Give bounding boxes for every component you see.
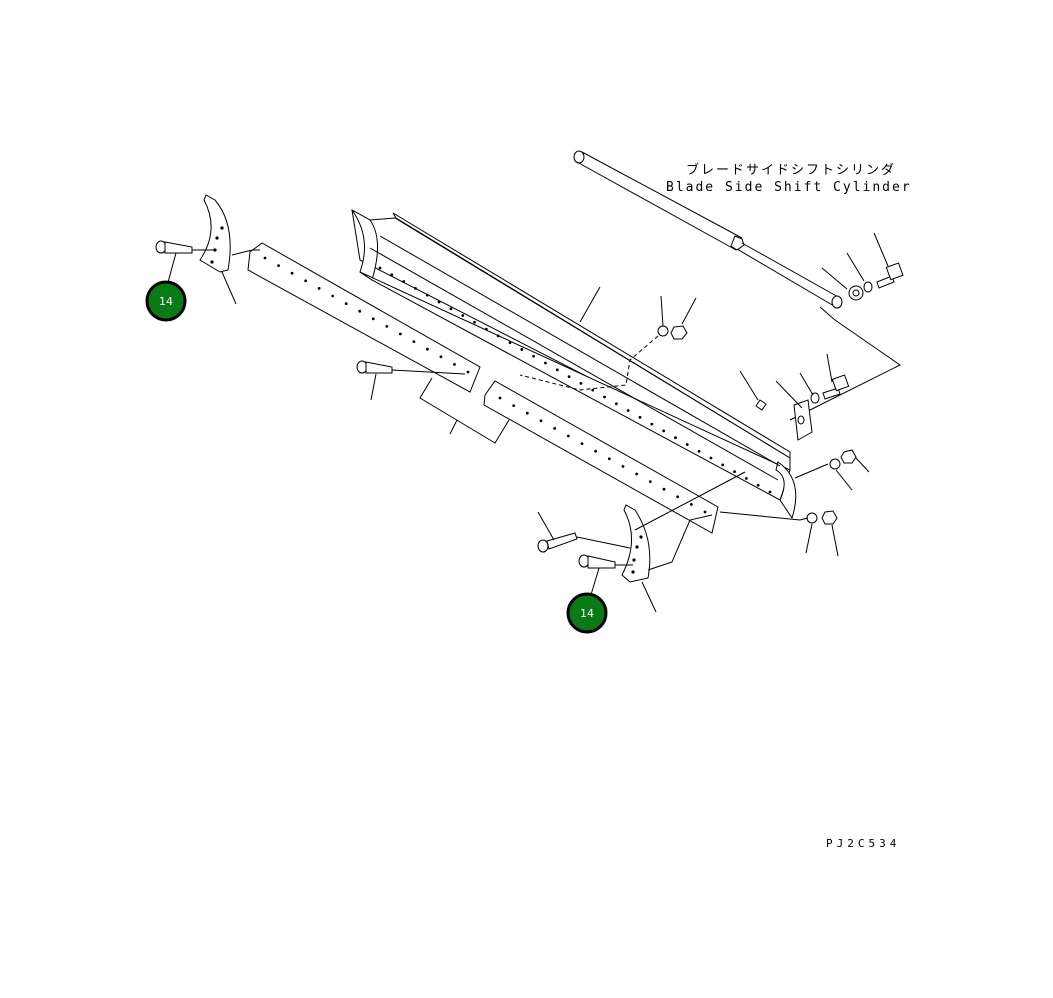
bolt-hole <box>626 409 630 412</box>
cylinder-hardware <box>821 232 904 301</box>
bolt-hole <box>756 483 760 487</box>
bolt-hole <box>461 314 465 317</box>
callout-14-left[interactable]: 14 <box>145 280 187 322</box>
bolt-hole <box>744 477 748 480</box>
mounting-hardware <box>739 353 850 409</box>
side-shift-cylinder <box>573 150 843 309</box>
bolt-hole <box>676 495 680 499</box>
bolt-hole <box>484 327 488 331</box>
bolt-hole <box>594 449 598 453</box>
bolt-hole <box>555 368 559 372</box>
bolt-hole <box>304 279 307 283</box>
bolt-hole <box>532 354 536 358</box>
bolt-hole <box>621 465 625 468</box>
bolt-hole <box>290 271 294 275</box>
bolt-hole <box>580 442 584 445</box>
bolt-hole <box>449 307 453 311</box>
bolt-hole <box>607 457 611 461</box>
bolt-hole <box>579 381 583 385</box>
bolt-hole <box>662 487 666 491</box>
callout-circle[interactable] <box>145 280 187 322</box>
bolt-hole <box>473 320 476 324</box>
bolt-hole <box>426 347 429 351</box>
center-nut <box>519 295 697 391</box>
bolt-hole <box>539 419 543 423</box>
bolt-hole <box>358 309 362 313</box>
bolt-hole <box>697 449 701 453</box>
bolt-hole <box>768 490 772 494</box>
bolt-hole <box>398 332 402 336</box>
bolt-hole <box>378 266 382 270</box>
bolt-hole <box>344 302 348 305</box>
bolt-hole <box>567 375 571 379</box>
cylinder-label-jp: ブレードサイドシフトシリンダ <box>686 162 896 178</box>
bolt-hole <box>466 370 470 374</box>
left-cutting-edge <box>247 242 481 393</box>
bolt-hole <box>277 264 280 267</box>
bolt-hole <box>689 503 693 506</box>
bolt-hole <box>553 427 557 430</box>
bolt-hole <box>385 325 389 328</box>
bolt-hole <box>525 411 529 415</box>
bolt-hole <box>733 470 736 474</box>
right-end-bit <box>621 471 746 613</box>
bolt-hole <box>412 340 416 343</box>
bolt-hole <box>496 334 500 338</box>
bolt-hole <box>635 472 639 476</box>
bolt-hole <box>402 280 406 283</box>
bolt-hole <box>439 355 443 359</box>
moldboard <box>351 209 813 520</box>
left-end-bit <box>199 194 260 305</box>
bolt-hole <box>674 436 677 440</box>
bolt-hole <box>508 341 512 345</box>
bolt-hole <box>331 294 335 298</box>
bolt-hole <box>648 480 652 483</box>
drawing-code: PJ2C534 <box>826 837 900 850</box>
callout-circle[interactable] <box>566 592 608 634</box>
bolt-hole <box>685 443 689 446</box>
bolt-hole <box>453 363 456 366</box>
bolt-hole <box>498 396 502 400</box>
bolt-hole <box>263 256 267 260</box>
bolt-hole <box>650 422 654 426</box>
left-endbit-bolt <box>155 240 215 287</box>
bolt-hole <box>371 317 375 321</box>
bolt-hole <box>390 273 394 277</box>
cylinder-label-en: Blade Side Shift Cylinder <box>666 180 912 195</box>
bolt-hole <box>703 510 707 514</box>
bolt-hole <box>317 287 321 290</box>
bolt-hole <box>414 286 417 290</box>
bolt-hole <box>437 300 441 304</box>
bolt-hole <box>512 404 516 407</box>
right-endbit-bolts <box>537 511 633 599</box>
bolt-hole <box>709 456 713 460</box>
bolt-hole <box>520 348 524 351</box>
bolt-hole <box>721 463 725 467</box>
bolt-hole <box>614 402 618 406</box>
bolt-hole <box>591 388 595 392</box>
bolt-hole <box>603 395 606 399</box>
center-bolt <box>356 360 466 401</box>
callout-number[interactable]: 14 <box>159 295 173 308</box>
bolt-hole <box>638 415 642 419</box>
callout-14-right[interactable]: 14 <box>566 592 608 634</box>
bolt-hole <box>566 434 570 438</box>
bolt-hole <box>544 361 547 365</box>
bolt-hole <box>425 293 429 297</box>
callout-number[interactable]: 14 <box>580 607 594 620</box>
right-cutting-edge <box>483 380 719 534</box>
bolt-hole <box>662 429 666 433</box>
lower-right-nuts <box>719 449 870 557</box>
